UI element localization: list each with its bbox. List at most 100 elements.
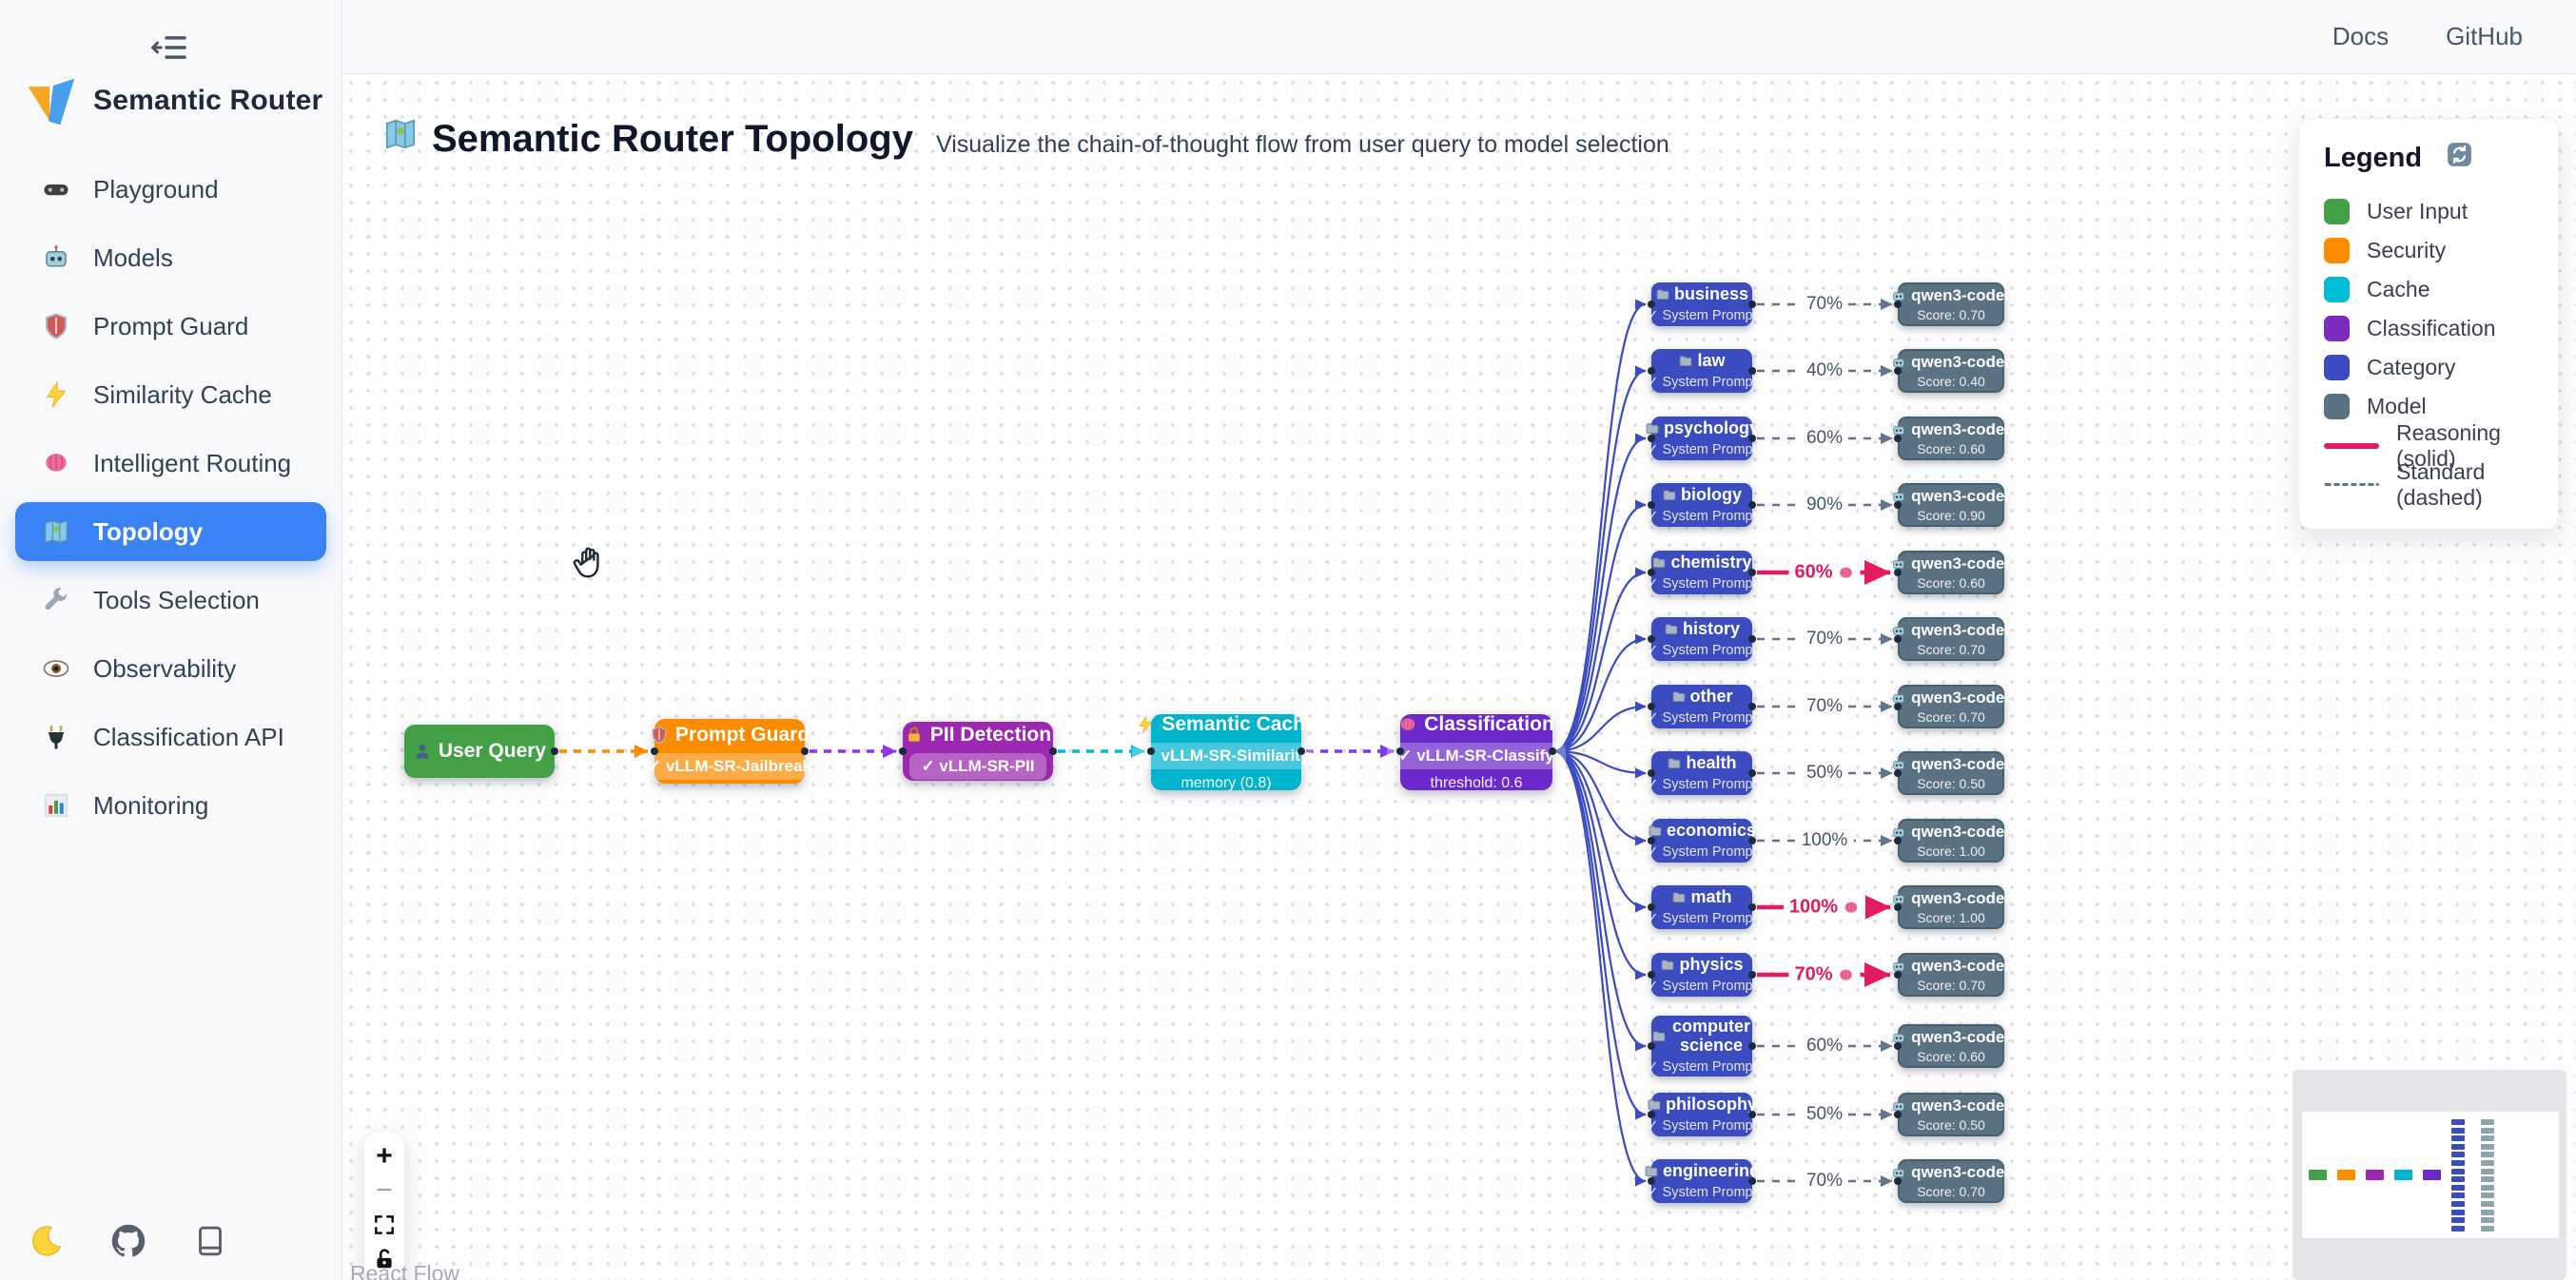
connection-handle[interactable] (801, 747, 809, 755)
category-node-law[interactable]: law✓ System Prompt (1647, 349, 1757, 393)
connection-handle[interactable] (1748, 501, 1756, 509)
refresh-icon[interactable] (2447, 142, 2472, 175)
connection-handle[interactable] (1894, 301, 1902, 308)
sidebar-item-models[interactable]: Models (15, 228, 326, 287)
connection-handle[interactable] (1748, 635, 1756, 643)
connection-handle[interactable] (1648, 635, 1655, 643)
connection-handle[interactable] (1396, 747, 1404, 755)
node-user-query[interactable]: User Query (404, 725, 555, 778)
category-node-psychology[interactable]: psychology✓ System Prompt (1646, 417, 1759, 460)
connection-handle[interactable] (1894, 1042, 1902, 1050)
connection-handle[interactable] (1298, 747, 1305, 755)
connection-handle[interactable] (1748, 769, 1756, 777)
connection-handle[interactable] (1049, 747, 1057, 755)
connection-handle[interactable] (1748, 903, 1756, 911)
topbar-link-github[interactable]: GitHub (2446, 22, 2523, 50)
connection-handle[interactable] (1894, 971, 1902, 979)
connection-handle[interactable] (1748, 1042, 1756, 1050)
connection-handle[interactable] (1748, 1111, 1756, 1118)
connection-handle[interactable] (1894, 903, 1902, 911)
connection-handle[interactable] (1748, 301, 1756, 308)
node-pii-detection[interactable]: PII Detection✓ vLLM-SR-PII (903, 722, 1053, 781)
minimap[interactable] (2293, 1070, 2566, 1280)
connection-handle[interactable] (1894, 1111, 1902, 1118)
node-prompt-guard[interactable]: Prompt Guard✓ vLLM-SR-Jailbreak (636, 719, 824, 784)
topbar-link-docs[interactable]: Docs (2332, 22, 2390, 50)
connection-handle[interactable] (1648, 971, 1655, 979)
sidebar-item-playground[interactable]: Playground (15, 160, 326, 219)
connection-handle[interactable] (1648, 1177, 1655, 1185)
github-button[interactable] (110, 1223, 146, 1259)
zoom-out-button[interactable]: − (376, 1174, 393, 1206)
connection-handle[interactable] (1748, 1177, 1756, 1185)
category-node-history[interactable]: history✓ System Prompt (1647, 617, 1757, 661)
connection-handle[interactable] (1748, 837, 1756, 844)
react-flow-attribution[interactable]: React Flow (350, 1261, 460, 1280)
category-node-business[interactable]: business✓ System Prompt (1647, 282, 1757, 326)
connection-handle[interactable] (1648, 435, 1655, 442)
zoom-in-button[interactable]: + (376, 1140, 393, 1172)
connection-handle[interactable] (1894, 435, 1902, 442)
book-button[interactable] (192, 1223, 228, 1259)
connection-handle[interactable] (899, 747, 907, 755)
category-node-other[interactable]: other✓ System Prompt (1647, 685, 1757, 728)
category-node-philosophy[interactable]: philosophy✓ System Prompt (1647, 1093, 1757, 1136)
sidebar-item-observability[interactable]: Observability (15, 639, 326, 698)
category-node-chemistry[interactable]: chemistry✓ System Prompt (1647, 551, 1757, 594)
connection-handle[interactable] (1648, 769, 1655, 777)
sidebar-item-monitoring[interactable]: Monitoring (15, 776, 326, 835)
app-logo-row[interactable]: Semantic Router (25, 74, 322, 127)
category-node-computer-science[interactable]: computer science✓ System Prompt (1647, 1016, 1757, 1076)
category-node-economics[interactable]: economics✓ System Prompt (1647, 819, 1757, 863)
connection-handle[interactable] (1894, 635, 1902, 643)
category-node-physics[interactable]: physics✓ System Prompt (1647, 953, 1757, 997)
connection-handle[interactable] (551, 747, 558, 755)
connection-handle[interactable] (1748, 435, 1756, 442)
connection-handle[interactable] (1648, 1042, 1655, 1050)
connection-handle[interactable] (1894, 569, 1902, 576)
connection-handle[interactable] (1748, 971, 1756, 979)
moon-button[interactable] (29, 1223, 65, 1259)
connection-handle[interactable] (1648, 703, 1655, 710)
connection-handle[interactable] (1894, 501, 1902, 509)
fit-view-button[interactable] (364, 1208, 404, 1242)
connection-handle[interactable] (1894, 837, 1902, 844)
connection-handle[interactable] (1748, 703, 1756, 710)
connection-handle[interactable] (1648, 501, 1655, 509)
category-node-biology[interactable]: biology✓ System Prompt (1647, 483, 1757, 527)
connection-handle[interactable] (1894, 367, 1902, 375)
connection-handle[interactable] (1648, 569, 1655, 576)
category-node-math[interactable]: math✓ System Prompt (1647, 885, 1757, 929)
connection-handle[interactable] (1894, 703, 1902, 710)
sidebar-collapse-button[interactable] (143, 29, 196, 67)
sidebar-item-classification-api[interactable]: Classification API (15, 708, 326, 766)
connection-handle[interactable] (651, 747, 658, 755)
connection-handle[interactable] (1147, 747, 1155, 755)
sidebar-item-topology[interactable]: Topology (15, 502, 326, 561)
flow-canvas[interactable] (342, 74, 2576, 1280)
sidebar-item-prompt-guard[interactable]: Prompt Guard (15, 297, 326, 356)
connection-handle[interactable] (1894, 1177, 1902, 1185)
connection-handle[interactable] (1748, 367, 1756, 375)
category-node-health[interactable]: health✓ System Prompt (1647, 751, 1757, 795)
connection-handle[interactable] (1648, 903, 1655, 911)
connection-handle[interactable] (1648, 367, 1655, 375)
connection-handle[interactable] (1648, 1111, 1655, 1118)
category-node-engineering[interactable]: engineering✓ System Prompt (1645, 1159, 1760, 1203)
connection-handle[interactable] (1648, 301, 1655, 308)
